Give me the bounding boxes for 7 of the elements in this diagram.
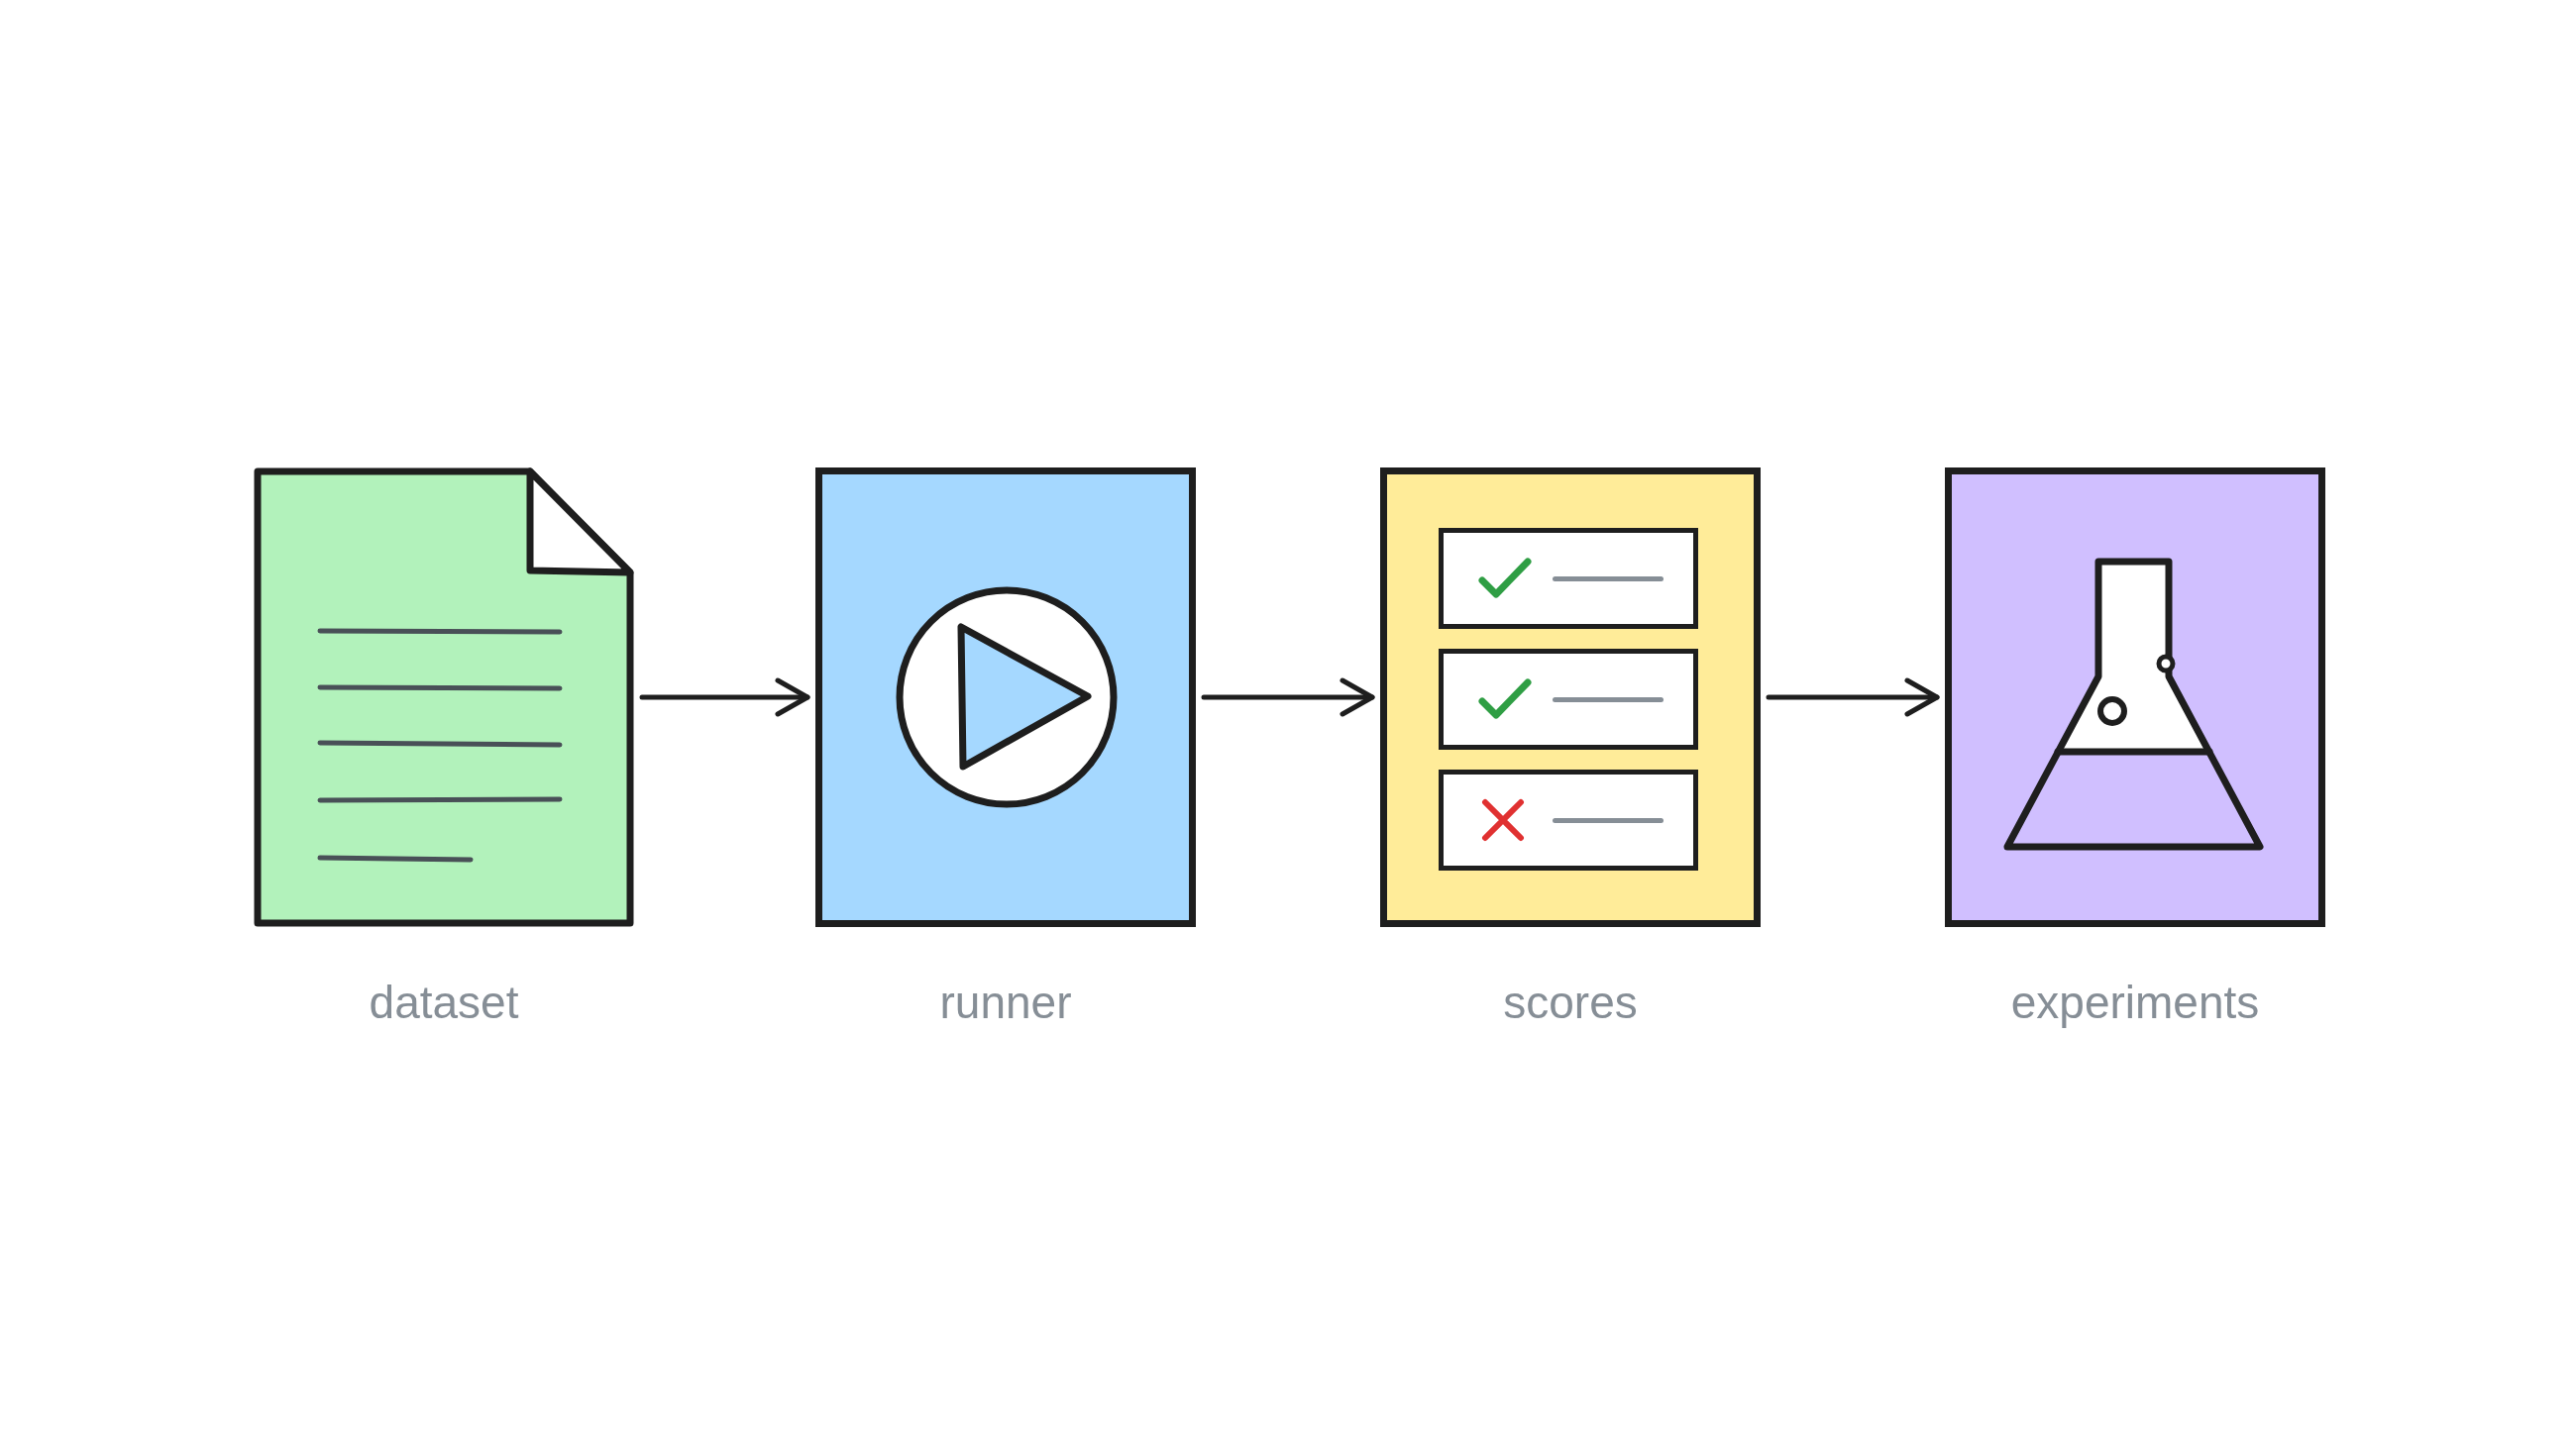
node-label: dataset: [369, 977, 519, 1029]
arrow: [1201, 677, 1375, 717]
node-label: experiments: [2010, 977, 2260, 1029]
node-label: scores: [1503, 977, 1638, 1029]
node-label: runner: [939, 977, 1072, 1029]
arrow: [639, 677, 810, 717]
arrow: [1766, 677, 1940, 717]
